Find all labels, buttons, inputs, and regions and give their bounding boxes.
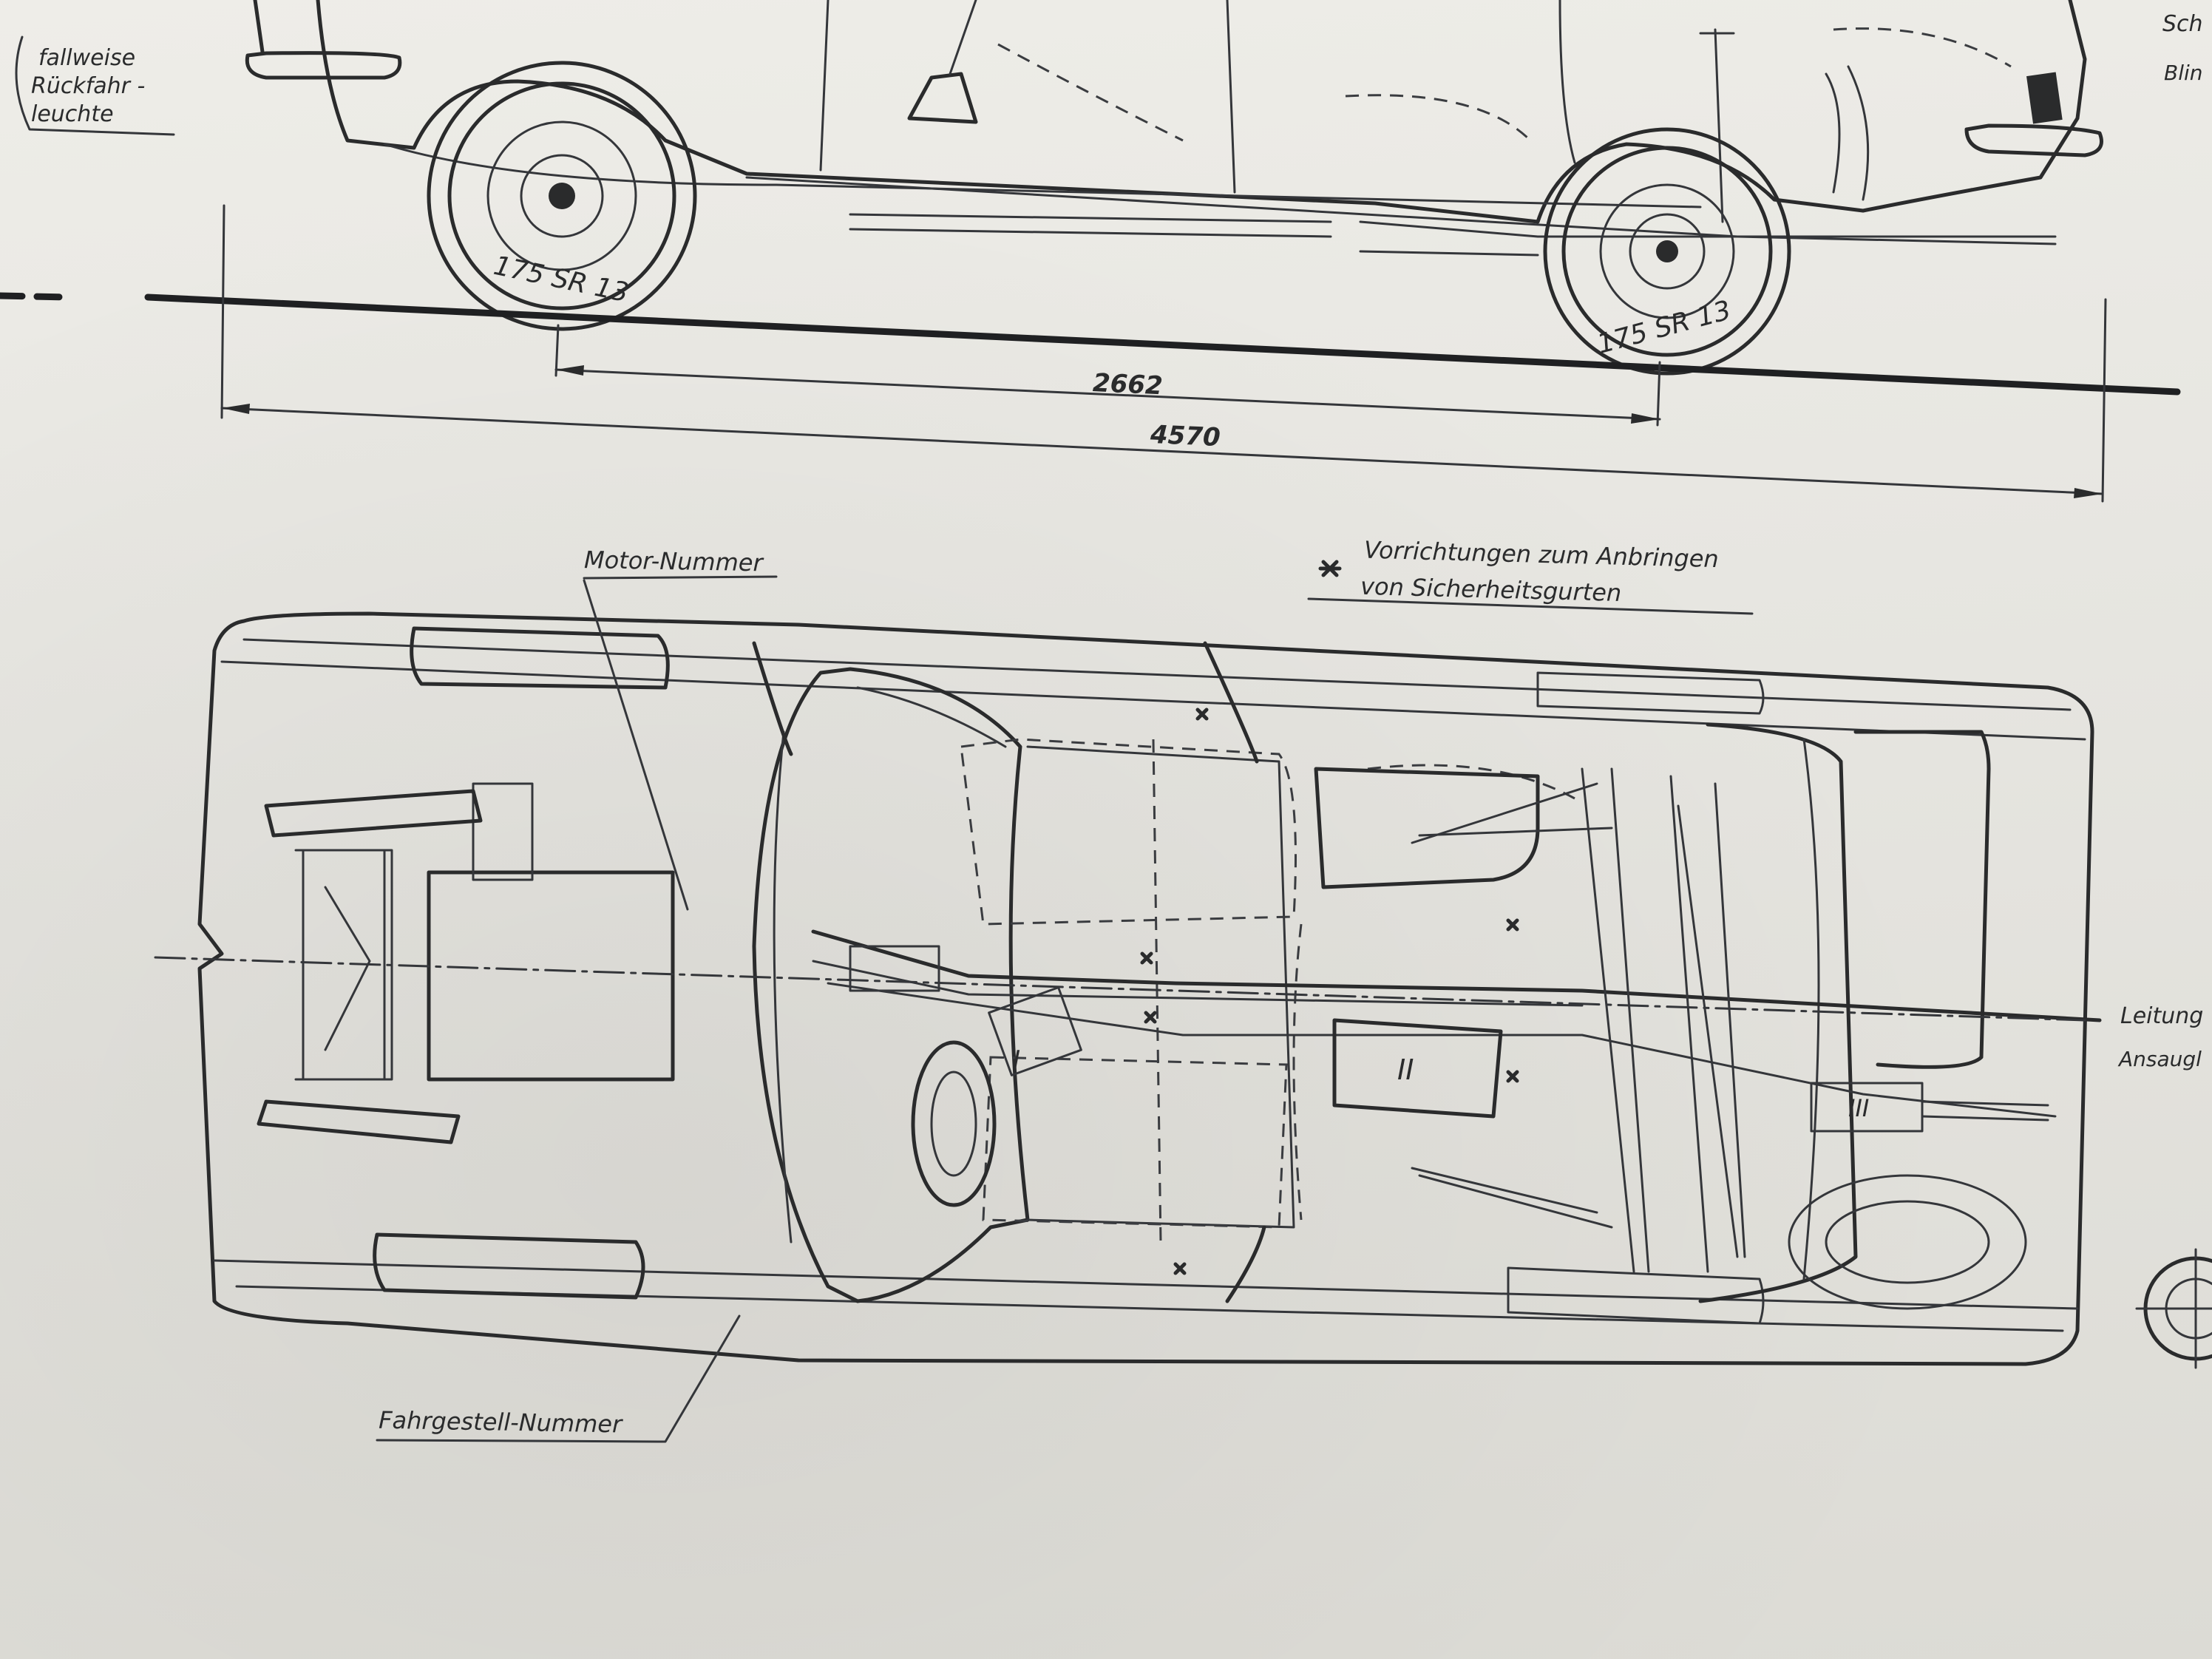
- edge-label-right-1: Leitung: [2120, 1003, 2203, 1029]
- seatbelt-label-line1: Vorrichtungen zum Anbringen: [1364, 536, 1720, 574]
- front-seat-left: [960, 738, 1297, 926]
- dimension-lines: [220, 204, 2107, 503]
- top-body-outline: [197, 611, 2094, 1366]
- svg-text:Rückfahr -: Rückfahr -: [31, 73, 145, 99]
- chassis-number-leader: [376, 1314, 741, 1443]
- ground-line: [144, 294, 2181, 396]
- side-front-bumper: [245, 51, 402, 80]
- engine-block: [427, 870, 675, 1082]
- svg-text:fallweise: fallweise: [38, 45, 135, 71]
- seatbelt-underline: [1307, 597, 1754, 615]
- seatbelt-symbol: [1318, 560, 1342, 577]
- side-body-outline: [253, 0, 2087, 224]
- spare-tire: [1788, 1174, 2027, 1310]
- wheelbase-dimension: 2662: [1092, 368, 1163, 401]
- front-tire-label: 175 SR 13: [491, 251, 631, 309]
- rear-tire-label: 175 SR 13: [1594, 295, 1734, 360]
- roman-label-i: I: [1013, 1045, 1020, 1075]
- engine-number-leader: [583, 575, 778, 911]
- svg-text:leuchte: leuchte: [31, 101, 114, 127]
- chassis-number-label: Fahrgestell-Nummer: [379, 1406, 624, 1439]
- steering-wheel: [911, 1040, 997, 1207]
- top-view: I II III: [154, 611, 2102, 1366]
- seatbelt-label-line2: von Sicherheitsgurten: [1360, 572, 1622, 607]
- front-seat-right: [982, 1056, 1288, 1229]
- reversing-light-callout: fallweise Rückfahr - leuchte: [15, 35, 175, 136]
- trunk-outline: [1853, 730, 1991, 1069]
- edge-label-right-2: Ansaugl: [2117, 1047, 2202, 1071]
- roman-label-ii: II: [1397, 1054, 1414, 1086]
- engine-number-label: Motor-Nummer: [584, 546, 764, 577]
- edge-label-top-2: Blin: [2164, 61, 2203, 85]
- cropped-circle-symbol: [2135, 1248, 2212, 1369]
- overall-length-dimension: 4570: [1149, 420, 1221, 452]
- side-rear-bumper: [1964, 123, 2103, 157]
- fuel-tank-box: [1332, 1018, 1503, 1119]
- cabin-outline: [752, 667, 1030, 1303]
- side-front-wheel: 175 SR 13: [427, 61, 697, 331]
- roman-label-iii: III: [1848, 1094, 1869, 1122]
- edge-label-top-1: Sch: [2162, 11, 2203, 37]
- side-rear-wheel: 175 SR 13: [1543, 127, 1791, 376]
- side-view: [245, 0, 2103, 257]
